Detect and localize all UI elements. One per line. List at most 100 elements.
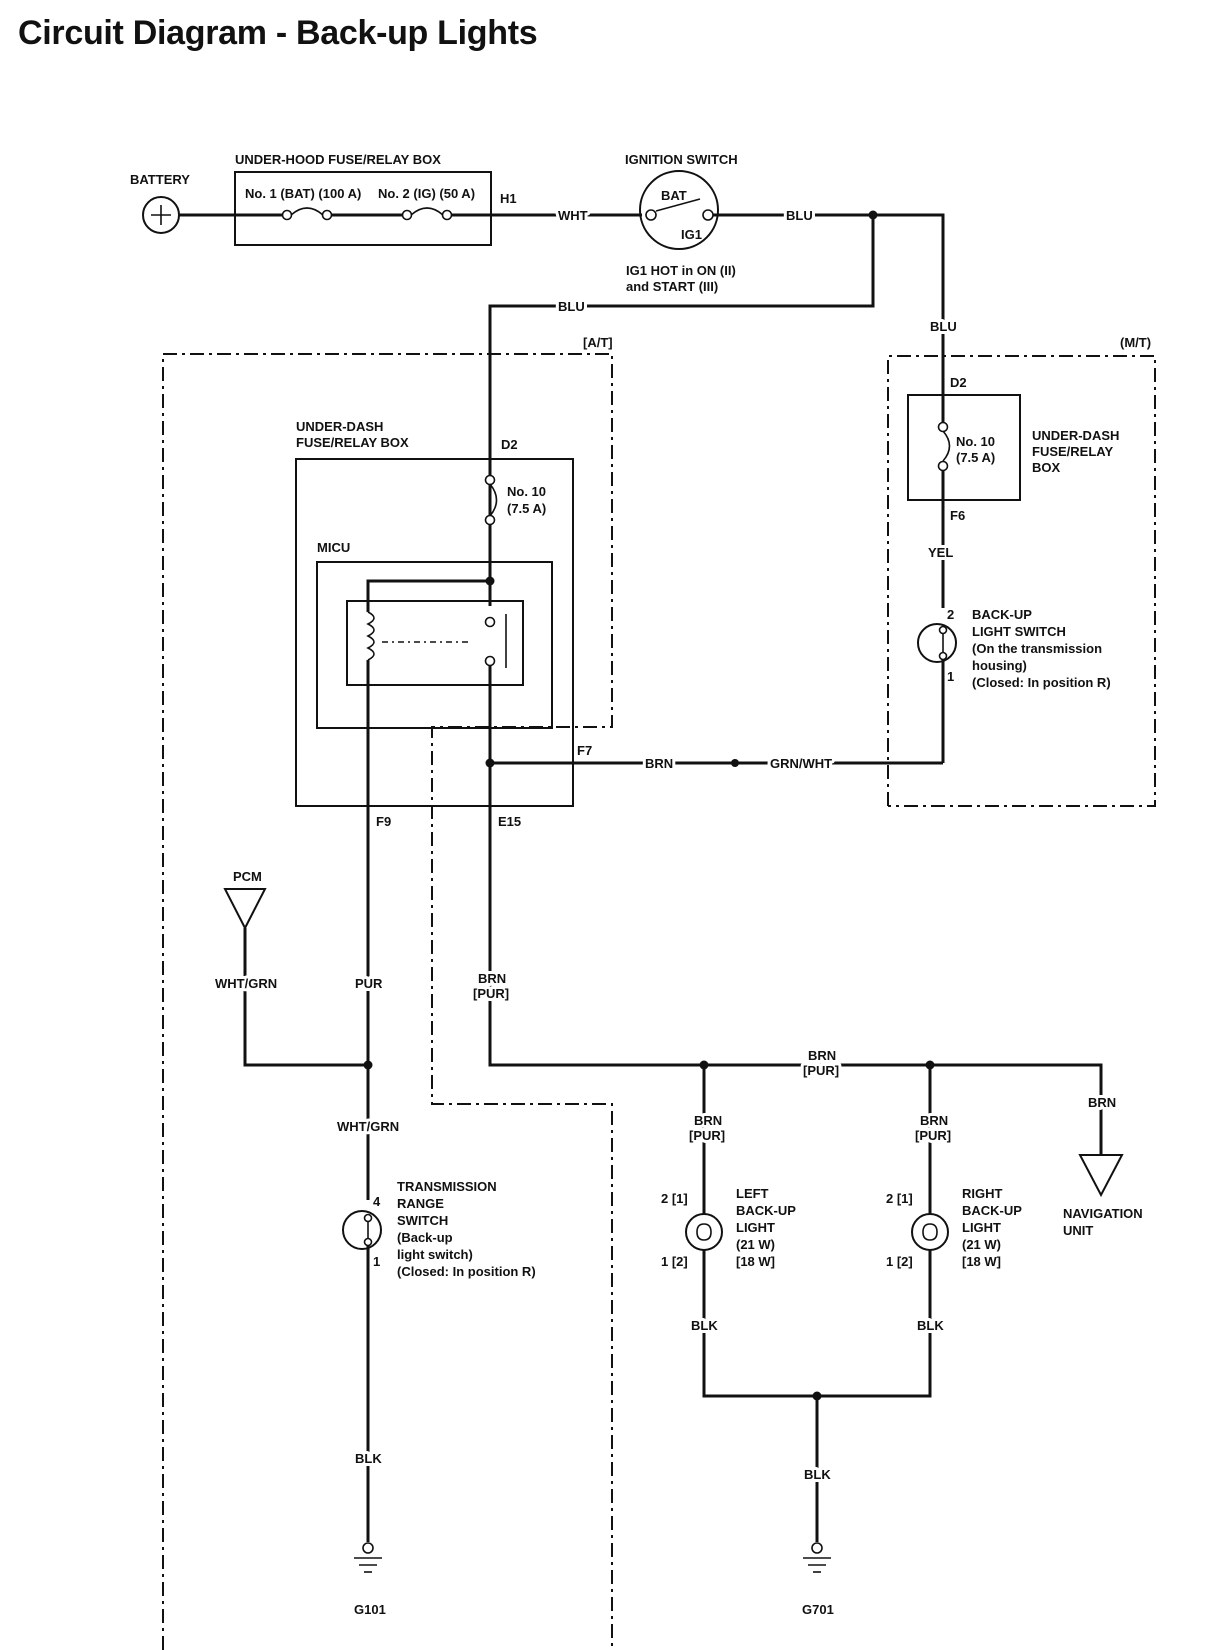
micu-box	[316, 561, 553, 729]
trs-label-1: TRANSMISSION	[397, 1179, 497, 1194]
at-label: [A/T]	[583, 335, 613, 350]
backup-switch-label-4: housing)	[972, 658, 1027, 673]
micu-label: MICU	[317, 540, 350, 555]
trs-label-2: RANGE	[397, 1196, 444, 1211]
wire-brn-right-1: BRN	[920, 1113, 948, 1128]
fuse-ig-symbol	[410, 207, 444, 216]
fuse-bat-terminal	[281, 209, 293, 221]
wire-yel: YEL	[928, 545, 953, 560]
left-light-label-5: [18 W]	[736, 1254, 775, 1269]
mt-fuse-label-1: No. 10	[956, 434, 995, 449]
trs-pin4: 4	[373, 1194, 381, 1209]
at-terminal-f9: F9	[376, 814, 391, 829]
navigation-unit-symbol	[1078, 1154, 1124, 1198]
trs-pin1: 1	[373, 1254, 380, 1269]
backup-light-switch	[917, 623, 957, 663]
right-light-label-1: RIGHT	[962, 1186, 1003, 1201]
left-light-label-1: LEFT	[736, 1186, 769, 1201]
trs-label-3: SWITCH	[397, 1213, 448, 1228]
right-light-label-4: (21 W)	[962, 1237, 1001, 1252]
ignition-switch	[639, 170, 719, 250]
wire-blu-top: BLU	[786, 208, 813, 223]
wire-brn-bus-1: BRN	[808, 1048, 836, 1063]
micu-relay	[346, 600, 524, 686]
mt-region-border	[887, 355, 1156, 807]
backup-switch-pin1: 1	[947, 669, 954, 684]
mt-label: (M/T)	[1120, 335, 1151, 350]
mt-terminal-d2: D2	[950, 375, 967, 390]
pcm-label: PCM	[233, 869, 262, 884]
wire-brn-left-2: [PUR]	[689, 1128, 725, 1143]
at-terminal-e15: E15	[498, 814, 521, 829]
mt-terminal-f6: F6	[950, 508, 965, 523]
fuse-bat-label: No. 1 (BAT) (100 A)	[245, 186, 361, 201]
ground-g101-label: G101	[354, 1602, 386, 1617]
right-light-label-2: BACK-UP	[962, 1203, 1022, 1218]
at-underdash-label-1: UNDER-DASH	[296, 419, 383, 434]
wire-brn-e15-2: [PUR]	[473, 986, 509, 1001]
right-light-label-5: [18 W]	[962, 1254, 1001, 1269]
left-light-label-2: BACK-UP	[736, 1203, 796, 1218]
pcm-symbol	[223, 888, 267, 931]
backup-switch-pin2: 2	[947, 607, 954, 622]
ground-g101-symbol	[354, 1542, 382, 1573]
battery-symbol	[142, 196, 180, 234]
wire-brn-bus-2: [PUR]	[803, 1063, 839, 1078]
battery-label: BATTERY	[130, 172, 190, 187]
wire-brn-left-1: BRN	[694, 1113, 722, 1128]
at-underdash-label-2: FUSE/RELAY BOX	[296, 435, 409, 450]
backup-switch-label-5: (Closed: In position R)	[972, 675, 1111, 690]
wire-blk-trs: BLK	[355, 1451, 382, 1466]
left-light-label-3: LIGHT	[736, 1220, 775, 1235]
mt-underdash-label-1: UNDER-DASH	[1032, 428, 1119, 443]
trs-label-4: (Back-up	[397, 1230, 453, 1245]
backup-switch-label-1: BACK-UP	[972, 607, 1032, 622]
ground-g701-label: G701	[802, 1602, 834, 1617]
wire-blu-right: BLU	[930, 319, 957, 334]
wire-blk-left: BLK	[691, 1318, 718, 1333]
trs-label-6: (Closed: In position R)	[397, 1264, 536, 1279]
wire-brn-e15-1: BRN	[478, 971, 506, 986]
left-light-label-4: (21 W)	[736, 1237, 775, 1252]
backup-switch-label-2: LIGHT SWITCH	[972, 624, 1066, 639]
mt-underdash-fuse-box	[907, 394, 1021, 501]
right-backup-light-bulb	[911, 1213, 949, 1251]
at-underdash-fuse-box	[295, 458, 574, 807]
wire-grn-wht: GRN/WHT	[770, 756, 832, 771]
mt-underdash-label-3: BOX	[1032, 460, 1061, 475]
at-region-border	[162, 353, 613, 1650]
at-fuse-label-1: No. 10	[507, 484, 546, 499]
backup-switch-label-3: (On the transmission	[972, 641, 1102, 656]
left-backup-light-bulb	[685, 1213, 723, 1251]
fuse-ig-label: No. 2 (IG) (50 A)	[378, 186, 475, 201]
at-terminal-f7: F7	[577, 743, 592, 758]
underhood-fuse-box	[234, 171, 492, 246]
trs-label-5: light switch)	[397, 1247, 473, 1262]
wire-pur: PUR	[355, 976, 383, 991]
mt-fuse-symbol	[942, 430, 951, 462]
wire-wht-grn-pcm: WHT/GRN	[215, 976, 277, 991]
wire-blk-g701: BLK	[804, 1467, 831, 1482]
ground-g701-symbol	[803, 1542, 831, 1573]
ignition-note-1: IG1 HOT in ON (II)	[626, 263, 736, 278]
wire-blk-right: BLK	[917, 1318, 944, 1333]
ignition-bat: BAT	[661, 188, 687, 203]
wire-wht-grn-trs: WHT/GRN	[337, 1119, 399, 1134]
wire-wht: WHT	[558, 208, 588, 223]
page-title: Circuit Diagram - Back-up Lights	[18, 14, 538, 52]
fuse-bat-symbol	[290, 207, 324, 216]
wire-brn-right-2: [PUR]	[915, 1128, 951, 1143]
mt-underdash-label-2: FUSE/RELAY	[1032, 444, 1113, 459]
at-terminal-d2: D2	[501, 437, 518, 452]
right-light-label-3: LIGHT	[962, 1220, 1001, 1235]
ignition-note-2: and START (III)	[626, 279, 718, 294]
wire-brn-nav: BRN	[1088, 1095, 1116, 1110]
right-light-pin1: 1 [2]	[886, 1254, 913, 1269]
wire-blu-mid: BLU	[558, 299, 585, 314]
at-fuse-symbol	[489, 483, 498, 517]
underhood-fuse-box-label: UNDER-HOOD FUSE/RELAY BOX	[235, 152, 441, 167]
left-light-pin2: 2 [1]	[661, 1191, 688, 1206]
navigation-label-2: UNIT	[1063, 1223, 1093, 1238]
ignition-switch-label: IGNITION SWITCH	[625, 152, 738, 167]
